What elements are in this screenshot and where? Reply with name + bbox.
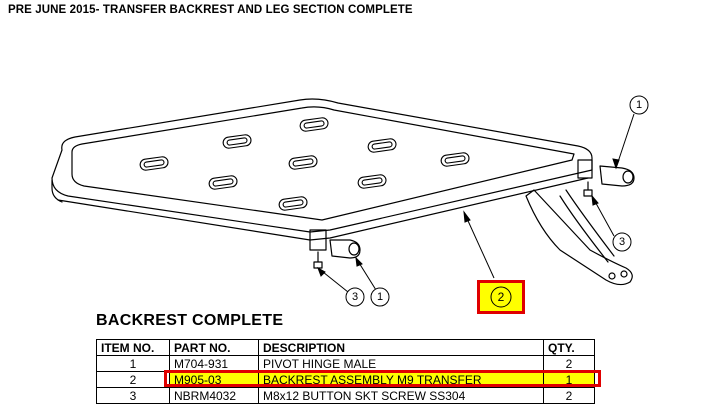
- table-row: 3 NBRM4032 M8x12 BUTTON SKT SCREW SS304 …: [96, 387, 595, 404]
- section-title: BACKREST COMPLETE: [96, 312, 284, 329]
- callout-circle-1-left: [370, 287, 390, 307]
- header-qty: QTY.: [543, 339, 595, 356]
- cell-description: M8x12 BUTTON SKT SCREW SS304: [258, 387, 544, 404]
- callout-label-2: 2: [497, 290, 505, 304]
- callout-circle-3-left: [345, 287, 365, 307]
- cell-description: PIVOT HINGE MALE: [258, 355, 544, 372]
- leader-line-2: [463, 211, 495, 279]
- slot: [222, 134, 252, 149]
- backrest-slots: [139, 117, 470, 211]
- header-item-no: ITEM NO.: [96, 339, 170, 356]
- cell-part: M905-03: [169, 371, 259, 388]
- parts-table: ITEM NO. PART NO. DESCRIPTION QTY. 1 M70…: [96, 339, 595, 404]
- slot: [367, 138, 397, 153]
- cell-part: M704-931: [169, 355, 259, 372]
- table-row-highlighted: 2 M905-03 BACKREST ASSEMBLY M9 TRANSFER …: [96, 371, 595, 388]
- slot: [440, 152, 470, 167]
- callout-label-1-left: 1: [376, 291, 384, 303]
- slot: [288, 155, 318, 170]
- backrest-frame-outer: [51, 98, 593, 233]
- screw-left: [313, 251, 323, 269]
- leg-bracket: [525, 189, 633, 286]
- leader-line-1-right: [615, 113, 635, 169]
- slot: [357, 174, 387, 189]
- tube-end-right: [577, 159, 593, 179]
- slot: [299, 117, 329, 132]
- cell-qty: 1: [543, 371, 595, 388]
- backrest-front-tube: [57, 177, 589, 241]
- hinge-left: [329, 239, 361, 259]
- slot: [208, 175, 238, 190]
- cell-part: NBRM4032: [169, 387, 259, 404]
- callout-label-3-left: 3: [351, 291, 359, 303]
- cell-qty: 2: [543, 387, 595, 404]
- callout-label-3-right: 3: [618, 236, 626, 248]
- table-header-row: ITEM NO. PART NO. DESCRIPTION QTY.: [96, 339, 595, 356]
- tube-end-left: [309, 229, 327, 251]
- slot: [278, 196, 308, 211]
- table-row: 1 M704-931 PIVOT HINGE MALE 2: [96, 355, 595, 372]
- callout-2-highlight-box: [477, 280, 525, 314]
- cell-description: BACKREST ASSEMBLY M9 TRANSFER: [258, 371, 544, 388]
- hinge-right: [599, 165, 635, 187]
- cell-item: 3: [96, 387, 170, 404]
- header-part-no: PART NO.: [169, 339, 259, 356]
- cell-item: 2: [96, 371, 170, 388]
- page-title: PRE JUNE 2015- TRANSFER BACKREST AND LEG…: [8, 4, 413, 16]
- header-description: DESCRIPTION: [258, 339, 544, 356]
- backrest-frame-inner: [71, 106, 575, 221]
- callout-label-1-right: 1: [635, 99, 643, 111]
- cell-item: 1: [96, 355, 170, 372]
- cell-qty: 2: [543, 355, 595, 372]
- slot: [139, 156, 169, 171]
- callout-circle-1-right: [629, 95, 649, 115]
- callout-circle-3-right: [612, 232, 632, 252]
